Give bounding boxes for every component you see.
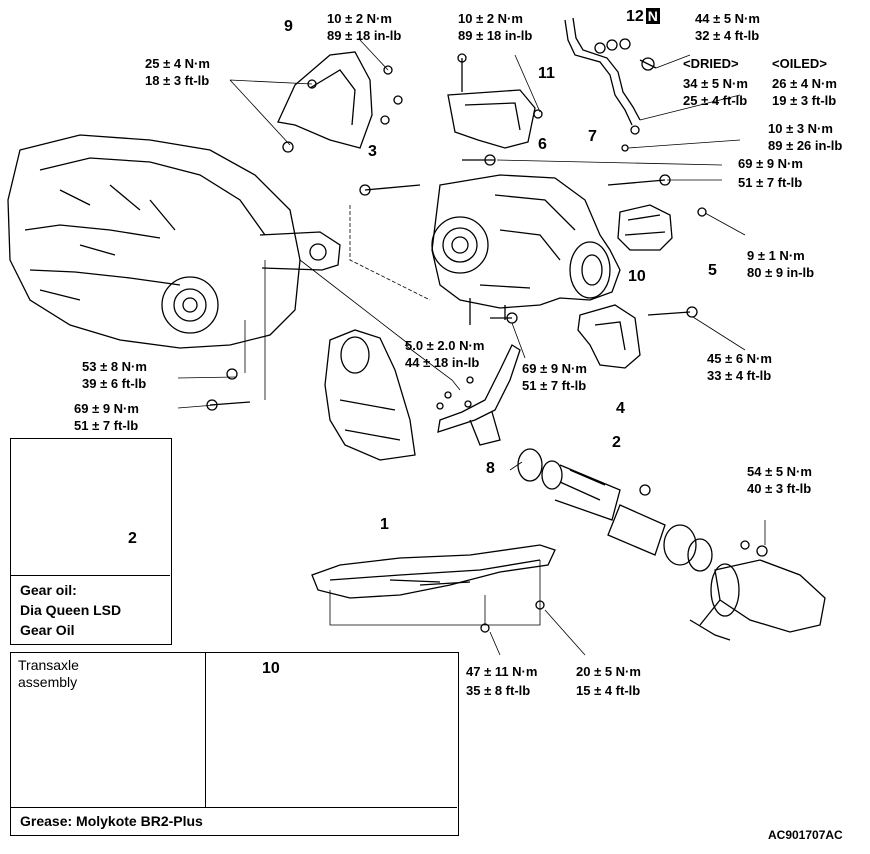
torque-8-inlb: 44 ± 18 in-lb [405,355,480,370]
grease-inset-box [10,652,459,836]
torque-47-ftlb: 35 ± 8 ft-lb [466,683,531,698]
bracket-9-drawing [277,51,403,153]
torque-9-top-nm: 10 ± 2 N·m [327,11,392,26]
gear-oil-inset-box [10,438,172,645]
callout-10-inset: 10 [262,660,280,677]
propeller-shaft-drawing [509,448,826,641]
torque-54-ftlb: 40 ± 3 ft-lb [747,481,812,496]
torque-9-top-inlb: 89 ± 18 in-lb [327,28,402,43]
bracket-6-drawing [447,53,543,149]
transaxle-assembly-drawing [7,134,341,349]
callout-9: 9 [284,18,293,35]
torque-54-nm: 54 ± 5 N·m [747,464,812,479]
torque-dried-ftlb: 25 ± 4 ft-lb [683,93,748,108]
callout-12-number: 12 [626,8,644,25]
bolts-and-leader-lines [177,39,746,411]
reference-code: AC901707AC [768,828,843,842]
torque-6-nm: 10 ± 2 N·m [458,11,523,26]
oiled-label: <OILED> [772,56,827,71]
callout-6: 6 [538,136,547,153]
torque-dried-nm: 34 ± 5 N·m [683,76,748,91]
gear-oil-divider [10,575,170,576]
callout-2: 2 [612,434,621,451]
torque-5-inlb: 80 ± 9 in-lb [747,265,815,280]
callout-7: 7 [588,128,597,145]
mount-5-drawing [617,204,673,251]
callout-5: 5 [708,262,717,279]
callout-3: 3 [368,143,377,160]
torque-47-nm: 47 ± 11 N·m [466,664,538,679]
callout-4: 4 [616,400,625,417]
torque-oiled-ftlb: 19 ± 3 ft-lb [772,93,837,108]
torque-69-mid-ftlb: 51 ± 7 ft-lb [522,378,587,393]
torque-53-ftlb: 39 ± 6 ft-lb [82,376,147,391]
torque-69-left-nm: 69 ± 9 N·m [74,401,139,416]
torque-53-nm: 53 ± 8 N·m [82,359,147,374]
torque-6-inlb: 89 ± 18 in-lb [458,28,533,43]
torque-69-right-ftlb: 51 ± 7 ft-lb [738,175,803,190]
grease-inset-divider-v [205,652,206,807]
breather-pipe-drawing [564,17,657,152]
torque-4-nm: 45 ± 6 N·m [707,351,772,366]
box-n-icon [648,6,649,7]
torque-69-left-ftlb: 51 ± 7 ft-lb [74,418,139,433]
gear-oil-line1: Gear oil: [20,582,77,598]
torque-9-left-nm: 25 ± 4 N·m [145,56,210,71]
callout-11: 11 [538,65,555,82]
torque-69-right-nm: 69 ± 9 N·m [738,156,803,171]
callout-1: 1 [380,516,389,533]
torque-4-ftlb: 33 ± 4 ft-lb [707,368,772,383]
engine-mount-bracket-drawing [324,329,416,461]
callout-2-inset: 2 [128,530,137,547]
crossmember-1-drawing [311,544,586,656]
torque-8-nm: 5.0 ± 2.0 N·m [405,338,485,353]
callout-10: 10 [628,268,646,285]
grease-inset-divider-h [10,807,457,808]
torque-20-ftlb: 15 ± 4 ft-lb [576,683,641,698]
torque-7-nm: 10 ± 3 N·m [768,121,833,136]
torque-69-mid-nm: 69 ± 9 N·m [522,361,587,376]
callout-8: 8 [486,460,495,477]
torque-7-inlb: 89 ± 26 in-lb [768,138,843,153]
torque-12-ftlb: 32 ± 4 ft-lb [695,28,760,43]
torque-20-nm: 20 ± 5 N·m [576,664,641,679]
gear-oil-line3: Gear Oil [20,622,75,638]
transaxle-label-line1: Transaxle [18,657,79,673]
bracket-4-drawing [577,304,641,369]
gear-oil-line2: Dia Queen LSD [20,602,122,618]
n-code-badge: N [645,8,660,24]
grease-footer: Grease: Molykote BR2-Plus [20,813,203,829]
transaxle-label-line2: assembly [18,674,78,690]
torque-12-nm: 44 ± 5 N·m [695,11,760,26]
torque-5-nm: 9 ± 1 N·m [747,248,805,263]
torque-9-left-ftlb: 18 ± 3 ft-lb [145,73,210,88]
torque-oiled-nm: 26 ± 4 N·m [772,76,837,91]
bracket-8-drawing [404,344,521,446]
dried-label: <DRIED> [683,56,739,71]
transfer-assembly-drawing [431,174,621,325]
